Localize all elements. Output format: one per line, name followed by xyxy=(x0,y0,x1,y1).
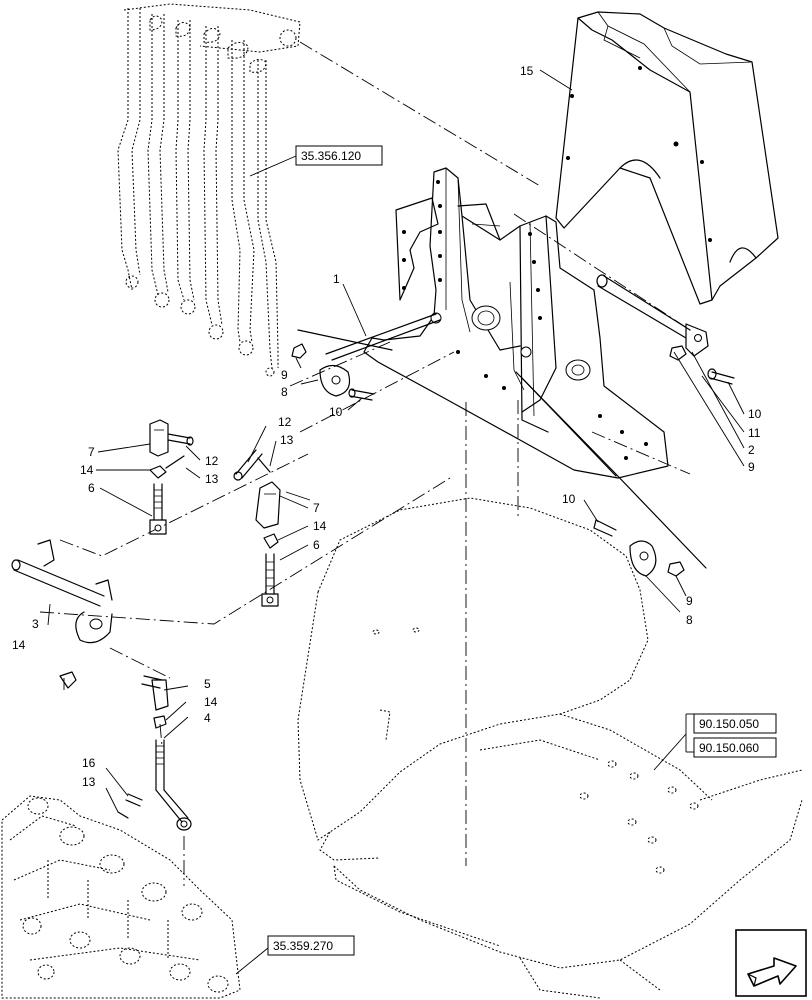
alignment-lines xyxy=(39,41,691,886)
callout-9-right-lower: 9 xyxy=(686,594,693,608)
callout-6-mid: 6 xyxy=(313,538,320,552)
callout-3: 3 xyxy=(32,617,39,631)
callout-15: 15 xyxy=(520,64,534,78)
callout-13-left: 13 xyxy=(205,472,219,486)
callout-6-left: 6 xyxy=(88,481,95,495)
ref-label-90-150-060[interactable]: 90.150.060 xyxy=(699,741,759,755)
leader-lines xyxy=(47,69,745,813)
callout-14-left: 14 xyxy=(80,463,94,477)
callout-8-left: 8 xyxy=(281,385,288,399)
ref-box-bottom[interactable]: 35.359.270 xyxy=(235,935,355,975)
callout-7-left: 7 xyxy=(88,445,95,459)
callout-10-right-upper: 10 xyxy=(748,407,762,421)
callout-14-rod: 14 xyxy=(204,695,218,709)
callout-9-right-upper: 9 xyxy=(748,460,755,474)
callout-5: 5 xyxy=(204,677,211,691)
callout-14-mid: 14 xyxy=(313,519,327,533)
ref-label-90-150-050[interactable]: 90.150.050 xyxy=(699,717,759,731)
next-page-arrow-icon[interactable] xyxy=(735,929,807,997)
control-cables xyxy=(297,313,707,569)
callout-2: 2 xyxy=(748,443,755,457)
callout-8-right: 8 xyxy=(686,613,693,627)
linkage-hardware xyxy=(149,419,281,607)
callout-1: 1 xyxy=(333,272,340,286)
callout-9-left: 9 xyxy=(281,368,288,382)
cover-item-15 xyxy=(555,11,779,305)
callout-11: 11 xyxy=(748,426,761,440)
control-valve-phantom xyxy=(1,795,241,999)
callout-7-mid: 7 xyxy=(313,501,320,515)
left-fasteners xyxy=(291,343,375,401)
lever-assembly-item-3 xyxy=(11,539,113,689)
callout-12-mid: 12 xyxy=(278,415,292,429)
ref-box-top[interactable]: 35.356.120 xyxy=(249,145,383,177)
callout-10-left: 10 xyxy=(329,405,343,419)
ref-label-35-356-120[interactable]: 35.356.120 xyxy=(301,149,361,163)
callout-14-lower: 14 xyxy=(12,638,26,652)
rod-hardware xyxy=(117,675,192,831)
callout-13-mid: 13 xyxy=(280,433,294,447)
support-bracket-item-1 xyxy=(363,167,669,479)
item-callouts: 15 1 9 8 10 12 13 7 12 14 13 6 7 14 6 3 … xyxy=(12,64,762,789)
callout-4: 4 xyxy=(204,711,211,725)
ref-box-right[interactable]: 90.150.050 90.150.060 xyxy=(653,713,777,771)
right-fasteners xyxy=(593,345,735,577)
control-levers-phantom xyxy=(117,3,301,377)
ref-label-35-359-270[interactable]: 35.359.270 xyxy=(273,939,333,953)
shaft-item-2 xyxy=(596,274,709,357)
callout-13-lower: 13 xyxy=(82,775,96,789)
callout-16: 16 xyxy=(82,756,96,770)
callout-12-left: 12 xyxy=(205,454,219,468)
cab-floor-phantom xyxy=(297,497,803,999)
callout-10-right-lower: 10 xyxy=(562,492,576,506)
